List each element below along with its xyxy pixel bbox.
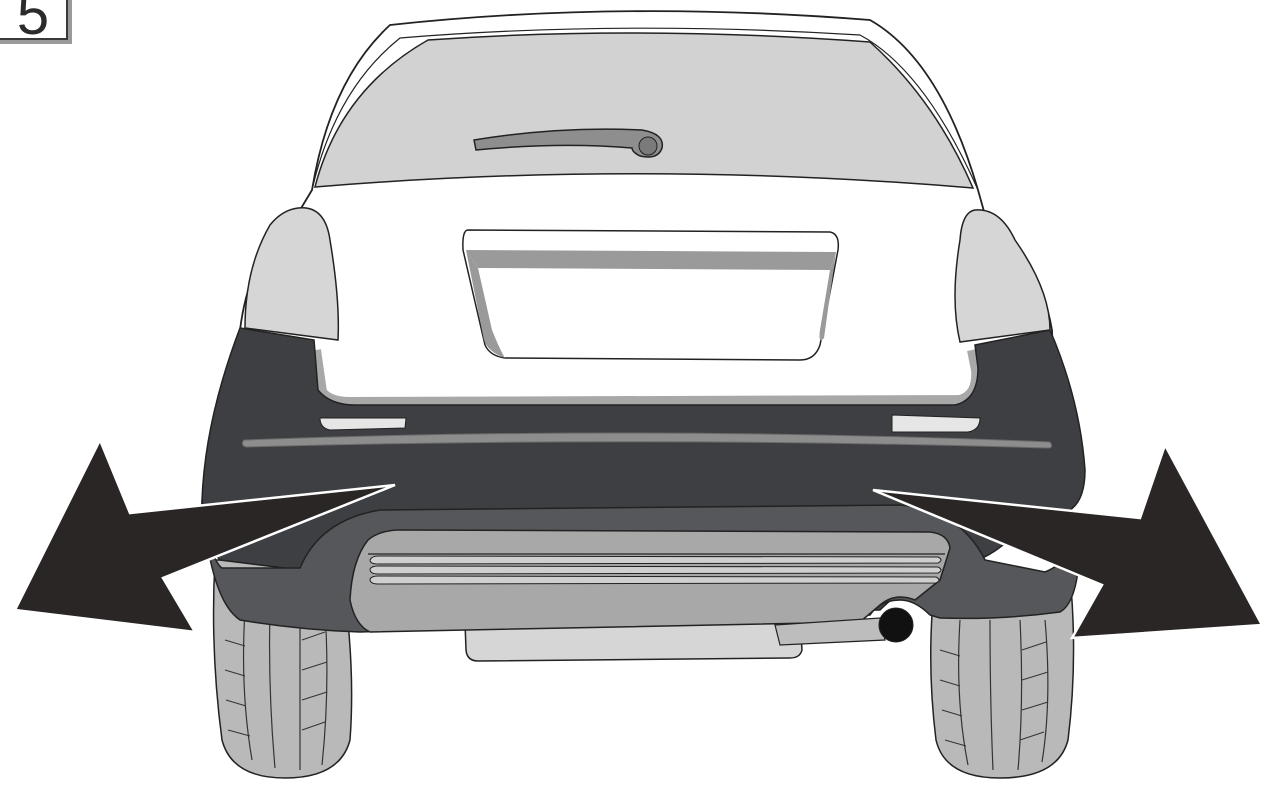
license-plate-recess xyxy=(463,230,838,360)
right-reflector xyxy=(892,415,980,432)
left-reflector xyxy=(320,418,406,430)
rear-window xyxy=(315,33,973,188)
left-tail-light xyxy=(245,208,338,340)
right-tail-light xyxy=(955,210,1050,342)
